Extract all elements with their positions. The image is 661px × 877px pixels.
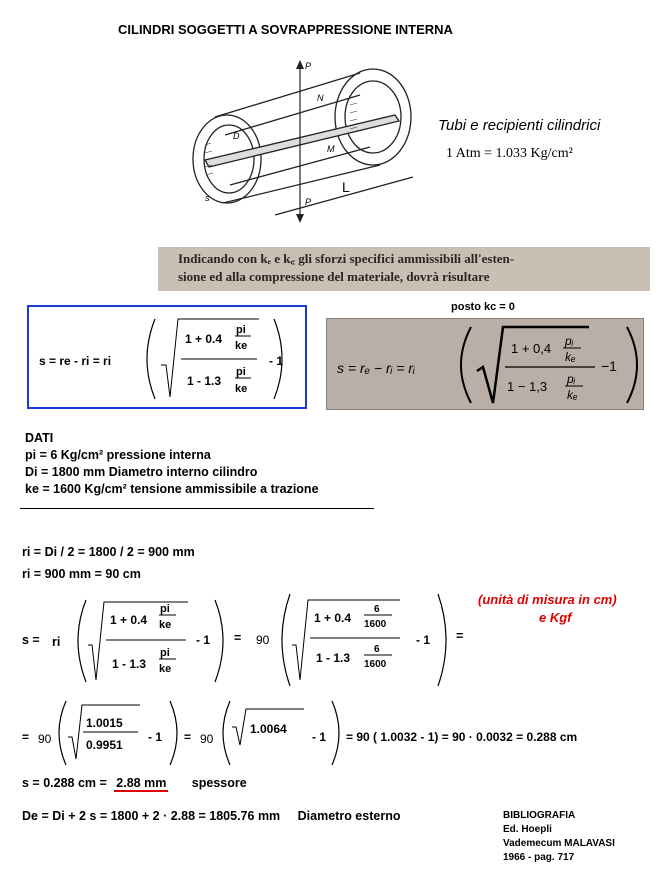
sub2-num-6: 6	[374, 604, 380, 615]
dati-ke: ke = 1600 Kg/cm² tensione ammissibile a …	[25, 482, 319, 496]
formula-den-pi: pi	[236, 366, 246, 378]
step-minus-a: - 1	[148, 730, 162, 744]
step-minus-b: - 1	[312, 730, 326, 744]
sub2-den-1600: 1600	[364, 659, 387, 670]
formula-box: s = re - ri = ri 1 + 0.4 pi ke 1 - 1.3 p…	[27, 305, 307, 409]
ri-line-1: ri = Di / 2 = 1800 / 2 = 900 mm	[22, 545, 195, 559]
dati-heading: DATI	[25, 431, 54, 445]
formula-num: 1 + 0.4	[185, 332, 222, 346]
formula-lhs: s = re - ri = ri	[39, 354, 111, 368]
scan-formula-svg: s = rₑ − rᵢ = rᵢ 1 + 0,4 pᵢ kₑ 1 − 1,3 p…	[337, 325, 638, 404]
biblio-title: Vademecum MALAVASI	[503, 838, 615, 849]
posto-note: posto kc = 0	[451, 301, 515, 313]
step-eq2: =	[184, 730, 191, 744]
sub-den-pi: pi	[160, 647, 170, 659]
step-eq1: =	[22, 730, 29, 744]
label-p-bottom: P	[305, 197, 311, 207]
units-note-2: e Kgf	[539, 610, 572, 625]
step-tail: = 90 ( 1.0032 - 1) = 90 · 0.0032 = 0.288…	[346, 730, 577, 744]
formula-svg: s = re - ri = ri 1 + 0.4 pi ke 1 - 1.3 p…	[39, 318, 283, 400]
s-result-a: s = 0.288 cm =	[22, 776, 107, 790]
sub2-num: 1 + 0.4	[314, 611, 351, 625]
label-d: D	[233, 131, 240, 141]
formula-den: 1 - 1.3	[187, 374, 221, 388]
formula-minus-one: - 1	[269, 354, 283, 368]
sub-num-ke: ke	[159, 619, 171, 631]
sub-eq2: =	[456, 629, 463, 643]
label-n: N	[317, 93, 324, 103]
s-result-mm: 2.88 mm	[114, 776, 169, 792]
sub-den-ke: ke	[159, 663, 171, 675]
numeric-steps: = 90 1.0015 0.9951 - 1 = 90 1.0064 - 1 =…	[22, 700, 577, 766]
step-r1: 1.0064	[250, 722, 287, 736]
sub2-num-1600: 1600	[364, 619, 387, 630]
ri-line-2: ri = 900 mm = 90 cm	[22, 567, 141, 581]
dati-pi: pi = 6 Kg/cm² pressione interna	[25, 448, 211, 462]
scanned-text-banner: Indicando con kₑ e k꜀ gli sforzi specifi…	[158, 247, 650, 291]
formula-den-ke: ke	[235, 383, 247, 395]
sub-90: 90	[256, 633, 270, 647]
sub2-den: 1 - 1.3	[316, 651, 350, 665]
biblio-heading: BIBLIOGRAFIA	[503, 810, 576, 821]
sub-den: 1 - 1.3	[112, 657, 146, 671]
sub-num-pi: pi	[160, 603, 170, 615]
cylinder-figure: P P N M D s L	[192, 60, 414, 223]
s-result-label: spessore	[191, 776, 247, 790]
step-90a: 90	[38, 732, 52, 746]
substitution-formula: s = ri 1 + 0.4 pi ke 1 - 1.3 pi ke - 1 =…	[22, 593, 463, 687]
de-label: Diametro esterno	[297, 809, 401, 823]
divider	[20, 508, 374, 509]
step-90b: 90	[200, 732, 214, 746]
s-result: s = 0.288 cm = 2.88 mm spessore	[22, 776, 247, 792]
de-formula: De = Di + 2 s = 1800 + 2 · 2.88 = 1805.7…	[22, 809, 281, 823]
scan-den: 1 − 1,3	[507, 379, 547, 394]
scan-minus-one: −1	[601, 358, 617, 374]
page-title: CILINDRI SOGGETTI A SOVRAPPRESSIONE INTE…	[118, 22, 453, 37]
sub2-den-6: 6	[374, 644, 380, 655]
scan-num-ke: kₑ	[565, 350, 576, 364]
de-line: De = Di + 2 s = 1800 + 2 · 2.88 = 1805.7…	[22, 809, 400, 823]
sub-num: 1 + 0.4	[110, 613, 147, 627]
sub-eq1: =	[234, 631, 241, 645]
scan-num: 1 + 0,4	[511, 341, 551, 356]
atm-conversion: 1 Atm = 1.033 Kg/cm²	[446, 146, 573, 161]
banner-line-2: sione ed alla compressione del materiale…	[178, 269, 490, 284]
scan-den-ke: kₑ	[567, 388, 578, 402]
sub2-minus-one: - 1	[416, 633, 430, 647]
label-p-top: P	[305, 61, 311, 71]
formula-num-pi: pi	[236, 324, 246, 336]
scanned-formula: s = rₑ − rᵢ = rᵢ 1 + 0,4 pᵢ kₑ 1 − 1,3 p…	[326, 318, 644, 410]
bibliography: BIBLIOGRAFIA Ed. Hoepli Vademecum MALAVA…	[503, 809, 615, 865]
label-l: L	[342, 179, 350, 195]
dati-di: Di = 1800 mm Diametro interno cilindro	[25, 465, 258, 479]
sub-minus-one: - 1	[196, 633, 210, 647]
biblio-publisher: Ed. Hoepli	[503, 824, 552, 835]
sub-ri: ri	[52, 635, 60, 649]
scan-lhs: s = rₑ − rᵢ = rᵢ	[337, 360, 415, 376]
scan-den-pi: pᵢ	[566, 372, 576, 386]
label-s: s	[205, 193, 210, 203]
label-m: M	[327, 144, 335, 154]
dati-block: DATI pi = 6 Kg/cm² pressione interna Di …	[25, 430, 319, 498]
step-n1: 1.0015	[86, 716, 123, 730]
step-d1: 0.9951	[86, 738, 123, 752]
biblio-year: 1966 - pag. 717	[503, 852, 575, 863]
subtitle: Tubi e recipienti cilindrici	[438, 117, 601, 134]
banner-line-1: Indicando con kₑ e k꜀ gli sforzi specifi…	[178, 251, 515, 266]
scan-num-pi: pᵢ	[564, 334, 574, 348]
formula-num-ke: ke	[235, 340, 247, 352]
units-note-1: (unità di misura in cm)	[478, 592, 617, 607]
sub-s: s =	[22, 633, 40, 647]
